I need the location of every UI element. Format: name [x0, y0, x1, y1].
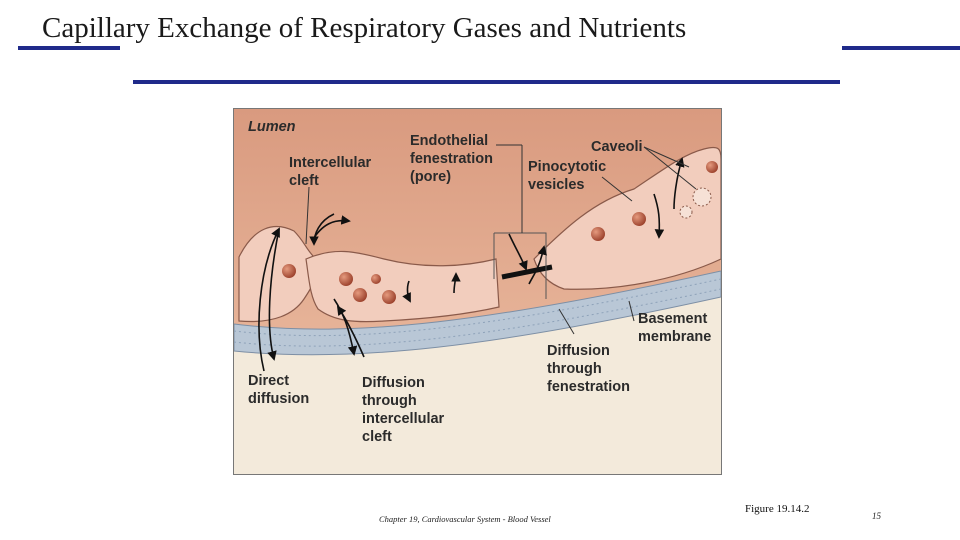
vesicle: [282, 264, 296, 278]
interstitial-area: [234, 284, 721, 474]
fenestration-pore: [501, 264, 553, 280]
page-number: 15: [872, 511, 881, 521]
endothelial-cell-center: [305, 250, 500, 323]
vesicle: [371, 274, 381, 284]
caveola: [679, 205, 693, 219]
title-underline-right: [842, 46, 960, 50]
caveola: [692, 187, 712, 207]
vesicle: [706, 161, 718, 173]
basement-membrane: [234, 270, 721, 356]
footer-text: Chapter 19, Cardiovascular System - Bloo…: [379, 514, 551, 524]
pinocytotic-vesicles-label: Pinocytotic vesicles: [528, 159, 610, 193]
title-rule: [133, 80, 840, 84]
title-underline-left: [18, 46, 120, 50]
vesicle: [339, 272, 353, 286]
direct-diffusion-label: Direct diffusion: [248, 373, 309, 407]
endothelial-fenestration-label: Endothelial fenestration (pore): [410, 133, 497, 185]
diffusion-cleft-label: Diffusion through intercellular cleft: [362, 375, 448, 445]
endothelial-cell-right: [533, 146, 721, 290]
intercellular-cleft-label: Intercellular cleft: [289, 155, 375, 189]
vesicle: [632, 212, 646, 226]
slide-title: Capillary Exchange of Respiratory Gases …: [42, 12, 687, 44]
diffusion-fenestration-label: Diffusion through fenestration: [547, 343, 630, 395]
vesicle: [353, 288, 367, 302]
basement-membrane-label: Basement membrane: [638, 311, 711, 345]
vesicle: [382, 290, 396, 304]
caveoli-label: Caveoli: [591, 139, 643, 155]
lumen-label: Lumen: [248, 119, 296, 135]
figure-reference: Figure 19.14.2: [745, 503, 810, 515]
vesicle: [591, 227, 605, 241]
capillary-diagram: Lumen Intercellular cleft Endothelial fe…: [233, 108, 722, 475]
diffusion-arrows: [258, 157, 685, 372]
